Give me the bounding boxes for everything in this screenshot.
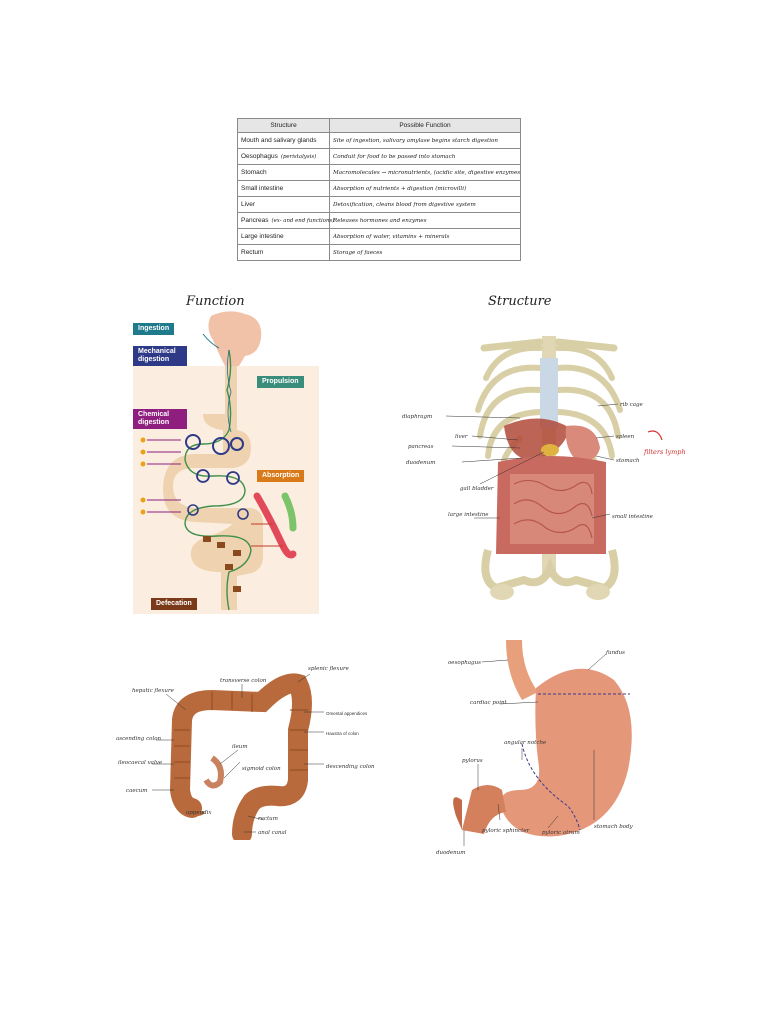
gall-bladder-label: gall bladder <box>460 486 494 492</box>
header-function: Possible Function <box>329 118 521 133</box>
row-function: Conduit for food to be passed into stoma… <box>329 148 521 165</box>
table-header-row: Structure Possible Function <box>237 118 521 133</box>
row-note: (peristalysis) <box>280 154 317 160</box>
fundus-label: fundus <box>605 650 625 656</box>
anal-canal-label: anal canal <box>258 830 287 836</box>
stomach-label: stomach <box>616 458 640 464</box>
structure-heading: Structure <box>488 294 552 309</box>
pylorus-label: pylorus <box>462 758 483 764</box>
chemical-digestion-label: Chemical digestion <box>133 409 187 429</box>
stomach-body-label: stomach body <box>594 824 634 830</box>
omental-appendices-label: Omental appendices <box>326 711 368 716</box>
ileum-label: ileum <box>232 744 248 750</box>
torso-anatomy-illustration: diaphragm liver pancreas duodenum gall b… <box>402 336 686 600</box>
liver-label: liver <box>455 434 468 440</box>
row-structure: Liver <box>237 196 330 213</box>
sigmoid-colon-label: sigmoid colon <box>242 766 281 772</box>
spleen-label: spleen <box>616 434 635 440</box>
large-intestine-label: large intestine <box>448 512 489 518</box>
row-structure: Rectum <box>237 244 330 261</box>
row-structure: Oesophagus(peristalysis) <box>237 148 330 165</box>
row-structure: Small intestine <box>237 180 330 197</box>
ingestion-label: Ingestion <box>133 323 175 335</box>
ileocaecal-valve-label: ileocaecal valve <box>118 760 163 766</box>
pyloric-atrum-label: pyloric atrum <box>542 830 580 836</box>
structure-function-table: Structure Possible Function Mouth and sa… <box>237 118 521 261</box>
row-function: Macromolecules → micronutrients, (acidic… <box>329 164 521 181</box>
table-row: Oesophagus(peristalysis)Conduit for food… <box>237 148 521 165</box>
row-structure: Mouth and salivary glands <box>237 132 330 149</box>
oesophagus-label: oesophagus <box>448 660 481 666</box>
row-function: Releases hormones and enzymes <box>329 212 521 229</box>
row-function: Site of ingestion, salivary amylase begi… <box>329 132 521 149</box>
function-heading: Function <box>186 294 245 309</box>
hepatic-flexure-label: hepatic flexure <box>132 688 175 694</box>
propulsion-label: Propulsion <box>257 376 304 388</box>
rib-cage-label: rib cage <box>620 402 644 408</box>
cardiac-point-label: cardiac point <box>470 700 508 706</box>
transverse-colon-label: transverse colon <box>220 678 267 684</box>
descending-colon-label: descending colon <box>326 764 375 770</box>
row-function: Detoxification, cleans blood from digest… <box>329 196 521 213</box>
rectum-label: rectum <box>258 816 278 822</box>
table-row: Pancreas(ex- and end functions)Releases … <box>237 212 521 229</box>
header-structure: Structure <box>237 118 330 133</box>
row-function: Storage of faeces <box>329 244 521 261</box>
digestive-process-illustration <box>133 310 319 614</box>
row-structure: Pancreas(ex- and end functions) <box>237 212 334 229</box>
row-note: (ex- and end functions) <box>271 218 335 224</box>
stomach-anatomy-illustration: oesophagus fundus cardiac point angular … <box>436 640 634 856</box>
absorption-label: Absorption <box>257 470 305 482</box>
splenic-flexure-label: splenic flexure <box>308 666 350 672</box>
filters-lymph-label: filters lymph <box>643 448 686 456</box>
row-structure: Stomach <box>237 164 330 181</box>
haustra-label: Haustra of colon <box>326 731 359 736</box>
digestive-process-diagram: Ingestion Mechanical digestion Propulsio… <box>133 310 319 614</box>
pyloric-sphincter-label: pyloric sphincter <box>482 828 530 834</box>
defecation-label: Defecation <box>151 598 197 610</box>
duodenum-label: duodenum <box>406 460 435 466</box>
appendix-label: appendix <box>186 810 212 816</box>
pancreas-label: pancreas <box>408 444 434 450</box>
duodenum-label: duodenum <box>436 850 465 856</box>
angular-notch-label: angular notche <box>504 740 547 746</box>
colon-anatomy-illustration: transverse colon splenic flexure hepatic… <box>116 666 375 840</box>
row-structure: Large intestine <box>237 228 330 245</box>
row-function: Absorption of nutrients + digestion (mic… <box>329 180 521 197</box>
row-function: Absorption of water, vitamins + minerals <box>329 228 521 245</box>
mechanical-digestion-label: Mechanical digestion <box>133 346 187 366</box>
caecum-label: caecum <box>126 788 147 794</box>
diaphragm-label: diaphragm <box>402 414 432 420</box>
ascending-colon-label: ascending colon <box>116 736 162 742</box>
small-intestine-label: small intestine <box>612 514 654 520</box>
